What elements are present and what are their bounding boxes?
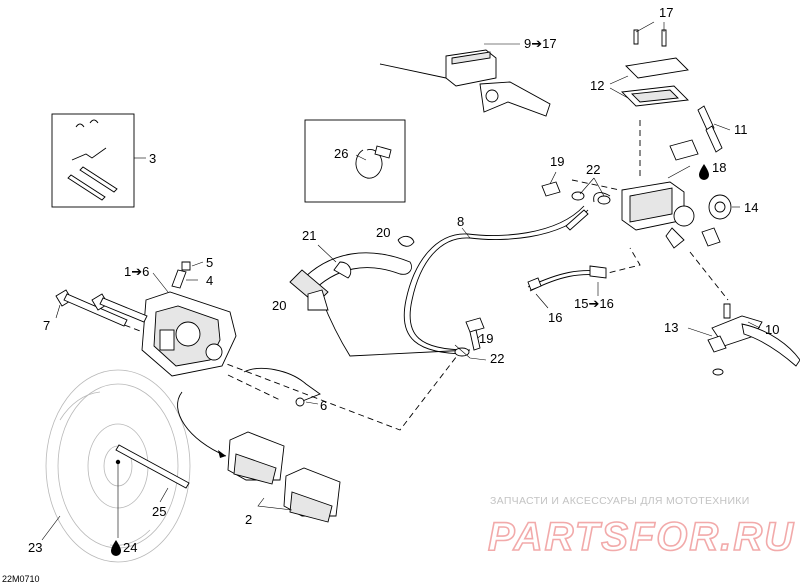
clamp-20-lower [307, 289, 329, 311]
callout-16: 16 [548, 310, 562, 325]
leader-25 [159, 487, 169, 503]
pad-arrow [177, 391, 227, 457]
pad-arrowhead [218, 450, 226, 458]
leader-1 [152, 272, 169, 293]
leader-26 [355, 154, 367, 161]
assembly-line-c [571, 179, 621, 191]
leader-11 [713, 123, 731, 131]
pin-kit [67, 119, 118, 201]
kit-box-26 [304, 119, 406, 203]
callout-22a: 22 [586, 162, 600, 177]
caliper-bolts [55, 289, 148, 327]
callout-12: 12 [590, 78, 604, 93]
leader-21 [317, 244, 337, 263]
callout-19b: 19 [479, 331, 493, 346]
callout-22b: 22 [490, 351, 504, 366]
brake-caliper [141, 291, 237, 377]
callout-1: 1➔6 [124, 264, 149, 279]
leader-5 [191, 261, 204, 267]
callout-26: 26 [334, 146, 348, 161]
leader-8 [461, 227, 471, 239]
callout-20a: 20 [376, 225, 390, 240]
spring-6 [243, 367, 321, 403]
oil-drop-icon [699, 164, 709, 180]
callout-2: 2 [245, 512, 252, 527]
leader-7 [55, 304, 61, 319]
brake-lever [707, 303, 800, 376]
leader-10 [747, 321, 761, 329]
bleeder-screw [171, 261, 191, 289]
leader-2 [257, 497, 293, 511]
leader-22a [579, 177, 605, 197]
callout-15: 15➔16 [574, 296, 614, 311]
pin-25 [115, 444, 190, 489]
cover-screws-17 [633, 29, 667, 47]
callout-9: 9➔17 [524, 36, 557, 51]
banjo-bolt-upper [541, 181, 611, 205]
leader-18 [667, 165, 691, 179]
master-cylinder-9 [379, 49, 551, 117]
reservoir-cover [621, 57, 689, 107]
leader-22b [454, 344, 487, 361]
clamp-bolts-11 [669, 105, 723, 161]
clamp-20-upper [397, 235, 415, 247]
callout-25: 25 [152, 504, 166, 519]
callout-4: 4 [206, 273, 213, 288]
callout-19a: 19 [550, 154, 564, 169]
brake-hose-8 [403, 205, 589, 355]
callout-3: 3 [149, 151, 156, 166]
leader-16 [535, 293, 549, 309]
callout-13: 13 [664, 320, 678, 335]
master-cylinder-right [621, 181, 695, 249]
diagram-code: 22M0710 [2, 574, 40, 584]
callout-8: 8 [457, 214, 464, 229]
leader-19a [549, 171, 557, 185]
callout-11: 11 [734, 122, 748, 137]
watermark-brand: PARTSFOR.RU [488, 515, 795, 559]
banjo-bolt-lower [454, 317, 485, 357]
leader-19b [477, 335, 481, 339]
callout-6: 6 [320, 398, 327, 413]
hose-16 [527, 265, 607, 292]
callout-24: 24 [123, 540, 137, 555]
callout-20b: 20 [272, 298, 286, 313]
leader-17a [635, 21, 655, 33]
callout-17: 17 [659, 5, 673, 20]
callout-7: 7 [43, 318, 50, 333]
leader-12b [609, 87, 629, 99]
leader-6 [305, 401, 319, 405]
assembly-line-e [599, 247, 641, 276]
callout-14: 14 [744, 200, 758, 215]
callout-23: 23 [28, 540, 42, 555]
leader-13 [687, 327, 713, 337]
kit-box-3 [51, 113, 135, 208]
brake-pads [227, 431, 341, 523]
callout-5: 5 [206, 255, 213, 270]
oil-drop-icon [111, 540, 121, 556]
leader-12a [609, 75, 629, 85]
watermark-subtitle: ЗАПЧАСТИ И АКСЕССУАРЫ ДЛЯ МОТОТЕХНИКИ [490, 495, 750, 507]
spring-end [295, 397, 305, 407]
assembly-line-f [689, 251, 729, 301]
dust-boot-14 [701, 194, 732, 247]
callout-10: 10 [765, 322, 779, 337]
leader-23 [41, 515, 61, 541]
assembly-line-b [227, 374, 281, 401]
hose-clip [355, 145, 392, 179]
callout-21: 21 [302, 228, 316, 243]
callout-18: 18 [712, 160, 726, 175]
hose-fitting-16 [527, 277, 542, 291]
